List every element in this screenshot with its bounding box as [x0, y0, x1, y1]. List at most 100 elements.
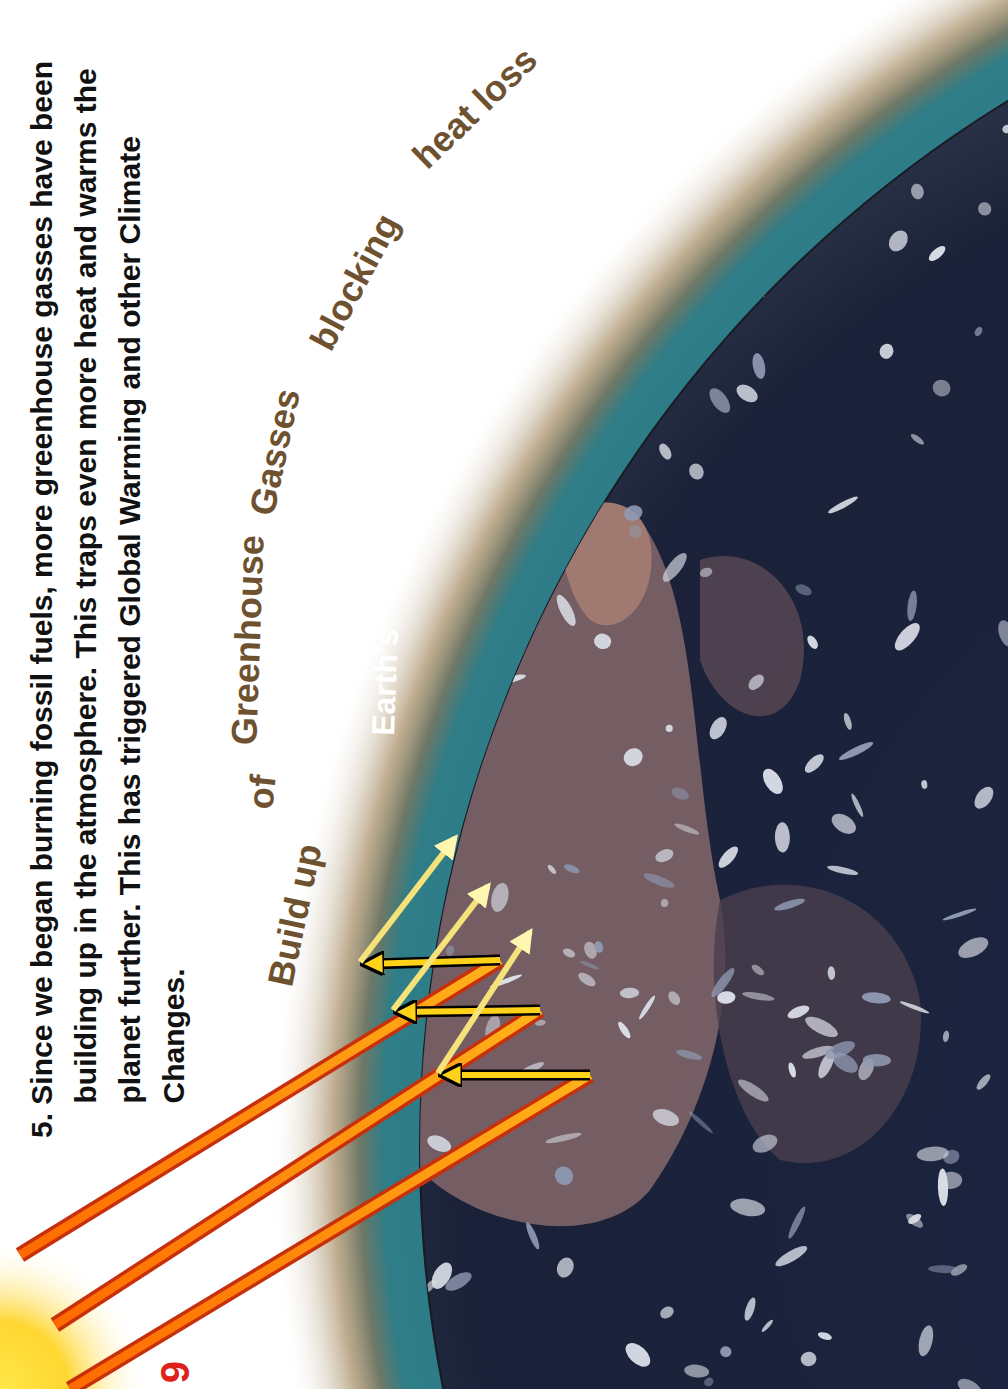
sun-ray [70, 1075, 590, 1389]
cloud-speck [971, 783, 998, 812]
cloud-speck [884, 68, 914, 92]
curved-label: heat loss [406, 41, 543, 175]
cloud-speck [452, 550, 472, 567]
cloud-speck [799, 1350, 817, 1367]
cloud-speck [562, 288, 581, 305]
cloud-speck [750, 1131, 780, 1156]
cloud-speck [909, 432, 925, 446]
cloud-speck [906, 590, 919, 621]
cloud-speck [657, 441, 674, 461]
cloud-speck [743, 115, 767, 133]
cloud-speck [539, 538, 572, 572]
cloud-speck [715, 843, 741, 870]
globe-surface [417, 68, 1008, 1389]
returning-heat-arrow [393, 886, 488, 1010]
cloud-speck [534, 390, 556, 403]
atmosphere-label: Earth’s [367, 628, 403, 736]
cloud-speck [524, 1221, 542, 1251]
cloud-speck [651, 1106, 682, 1129]
cloud-speck [928, 1265, 959, 1274]
cloud-speck [885, 227, 912, 255]
cloud-speck [729, 207, 745, 216]
cloud-speck [959, 77, 970, 87]
cloud-speck [621, 1338, 654, 1371]
cloud-speck [687, 461, 706, 482]
cloud-speck [470, 445, 493, 469]
cloud-speck [807, 208, 820, 219]
cloud-speck [444, 182, 450, 192]
cloud-speck [975, 200, 994, 219]
cloud-speck [794, 582, 814, 598]
cloud-speck [899, 1000, 930, 1015]
cloud-speck [974, 1072, 992, 1091]
globe [420, 0, 1008, 1389]
cloud-speck [645, 87, 666, 106]
land-mass [700, 556, 804, 716]
cloud-speck [511, 342, 549, 373]
cloud-speck [439, 236, 466, 273]
cloud-speck [916, 1324, 936, 1358]
cloud-speck [447, 254, 457, 262]
cloud-speck [470, 610, 481, 615]
cloud-speck [444, 944, 455, 956]
atmosphere-ring [270, 0, 1008, 1389]
cloud-speck [718, 1344, 733, 1359]
cloud-speck [642, 871, 676, 891]
land-mass [420, 398, 560, 466]
returning-heat-arrow [438, 932, 530, 1073]
cloud-speck [674, 822, 701, 837]
cloud-speck [716, 990, 736, 1004]
cloud-speck [653, 847, 675, 865]
cloud-speck [955, 1375, 984, 1389]
cloud-speck [666, 725, 673, 732]
cloud-speck [699, 566, 714, 578]
cloud-speck [787, 1062, 797, 1079]
cloud-speck [881, 77, 904, 114]
cloud-speck [501, 673, 527, 685]
cloud-speck [751, 352, 768, 380]
cloud-speck [670, 785, 691, 802]
curved-label: blocking [304, 208, 405, 356]
cloud-speck [995, 618, 1008, 649]
cloud-speck [942, 1030, 950, 1042]
cloud-speck [746, 672, 767, 693]
cloud-speck [921, 780, 928, 789]
cloud-speck [622, 503, 645, 524]
cloud-speck [456, 425, 473, 451]
incoming-sun-rays [20, 960, 590, 1389]
cloud-speck [733, 381, 761, 406]
cloud-speck [447, 422, 472, 441]
cloud-speck [435, 460, 455, 482]
cloud-speck [546, 863, 557, 875]
cloud-speck [750, 963, 766, 978]
land-mass [560, 503, 652, 626]
caption-paragraph: 5. Since we began burning fossil fuels, … [20, 20, 196, 1138]
trapped-heat-arrows [360, 838, 590, 1075]
cloud-speck [463, 313, 481, 321]
cloud-speck [828, 187, 843, 206]
reflected-heat-arrow [398, 1010, 540, 1012]
cloud-speck [658, 1304, 676, 1321]
cloud-speck [942, 907, 977, 922]
cloud-speck [706, 714, 730, 742]
cloud-speck [419, 745, 442, 763]
cloud-speck [616, 1020, 633, 1040]
cloud-speck [675, 1048, 703, 1062]
sun-ray [70, 1075, 590, 1389]
cloud-speck [722, 229, 736, 245]
cloud-speck [773, 896, 806, 912]
cloud-speck [827, 494, 860, 515]
cloud-speck [579, 263, 601, 287]
cloud-speck [861, 991, 891, 1005]
cloud-speck [466, 554, 479, 574]
cloud-speck [973, 325, 984, 337]
cloud-speck [702, 1376, 715, 1388]
cloud-speck [659, 550, 691, 585]
cloud-speck [660, 899, 668, 908]
cloud-speck [733, 243, 755, 255]
cloud-speck [930, 377, 953, 399]
cloud-speck [576, 970, 598, 989]
cloud-speck [759, 765, 787, 797]
cloud-speck [827, 966, 835, 980]
cloud-speck [684, 1363, 710, 1378]
